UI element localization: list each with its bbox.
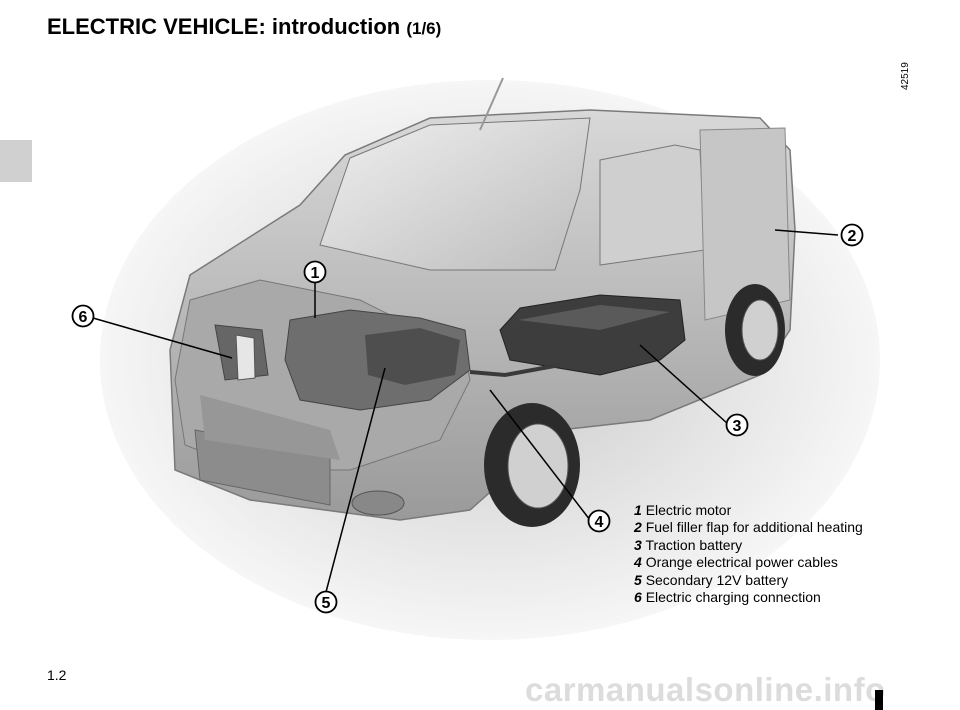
legend-item-text: Electric motor (645, 502, 732, 518)
callout-5-label: 5 (322, 595, 331, 612)
legend-item: 5 Secondary 12V battery (634, 572, 863, 589)
callout-6: 6 (71, 304, 95, 328)
component-legend: 1 Electric motor 2 Fuel filler flap for … (634, 502, 863, 606)
callout-2-label: 2 (848, 228, 857, 245)
legend-item-number: 1 (634, 502, 642, 518)
callout-2: 2 (840, 223, 864, 247)
legend-item-number: 6 (634, 589, 642, 606)
legend-item-number: 2 (634, 519, 642, 536)
watermark: carmanualsonline.info (525, 671, 886, 708)
legend-item-number: 5 (634, 571, 642, 588)
callout-4-label: 4 (595, 514, 604, 531)
page-edge-mark (875, 690, 883, 710)
page-title: ELECTRIC VEHICLE: introduction (1/6) (47, 14, 441, 40)
legend-item-text: Orange electrical power cables (645, 554, 838, 571)
van-body (169, 77, 796, 527)
legend-item-text: Electric charging connection (645, 589, 821, 606)
callout-1: 1 (303, 260, 327, 284)
callout-6-label: 6 (79, 309, 88, 326)
legend-item: 4 Orange electrical power cables (634, 554, 863, 571)
legend-item-number: 4 (634, 554, 642, 571)
legend-item: 1 Electric motor (634, 502, 863, 519)
legend-item: 6 Electric charging connection (634, 589, 863, 606)
callout-1-label: 1 (311, 265, 320, 282)
legend-item-text: Secondary 12V battery (645, 571, 789, 588)
legend-item-text: Traction battery (645, 536, 743, 553)
section-tab (0, 140, 32, 182)
title-main: ELECTRIC VEHICLE: introduction (47, 14, 401, 39)
page-number: 1.2 (47, 667, 67, 683)
callout-5: 5 (314, 590, 338, 614)
legend-item-number: 3 (634, 536, 642, 553)
callout-4: 4 (587, 509, 611, 533)
legend-item: 2 Fuel filler flap for additional heatin… (634, 519, 863, 536)
legend-item: 3 Traction battery (634, 537, 863, 554)
callout-3-label: 3 (733, 418, 742, 435)
legend-item-text: Fuel filler flap for additional heating (645, 519, 863, 536)
callout-leader-lines (92, 229, 839, 593)
title-suffix: (1/6) (406, 19, 442, 38)
callout-3: 3 (725, 413, 749, 437)
